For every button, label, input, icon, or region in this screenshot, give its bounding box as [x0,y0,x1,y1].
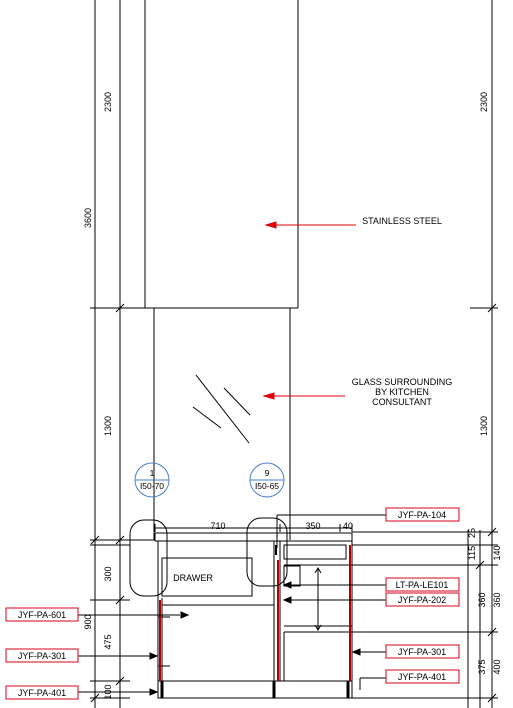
dim-top-710: 710 [210,521,225,531]
tag-jyf-pa-401-left[interactable]: JYF-PA-401 [5,685,79,700]
tag-label: JYF-PA-601 [18,610,66,620]
note-drawer: DRAWER [173,573,213,583]
note-glass-line1: GLASS SURROUNDING [352,377,453,387]
note-glass-line3: CONSULTANT [372,397,432,407]
dim-right-2300: 2300 [479,92,489,112]
callout-1-number: 1 [150,468,155,478]
left-dimension-lines [90,0,155,708]
dim-right-375: 375 [477,659,487,674]
tag-jyf-pa-301-left[interactable]: JYF-PA-301 [5,648,79,663]
top-drawer [283,544,347,560]
tag-jyf-pa-104[interactable]: JYF-PA-104 [385,507,460,522]
note-glass-line2: BY KITCHEN [375,387,429,397]
dim-right-140: 140 [492,545,502,560]
tag-jyf-pa-202[interactable]: JYF-PA-202 [385,592,460,607]
tag-label: LT-PA-LE101 [396,580,449,590]
elevation-outline [144,0,353,699]
right-dimension-lines [352,0,498,708]
plinth [157,680,353,699]
tag-label: JYF-PA-301 [18,651,66,661]
note-stainless-steel: STAINLESS STEEL [362,216,442,226]
dim-right-400: 400 [492,659,502,674]
callout-1[interactable]: 1 I50-70 [134,462,170,498]
detail-bubble-left [129,519,168,597]
dim-left-900: 900 [83,614,93,629]
callout-1-ref: I50-70 [140,481,164,491]
glass-reflection-marks [192,374,251,444]
dim-top-40: 40 [343,521,353,531]
tag-jyf-pa-601-left[interactable]: JYF-PA-601 [5,607,79,622]
tag-label: JYF-PA-104 [398,510,446,520]
dim-left-2300: 2300 [103,92,113,112]
tag-label: JYF-PA-401 [18,688,66,698]
internal-drawer-dimension [314,567,322,631]
tag-label: JYF-PA-401 [398,672,446,682]
dim-right-115: 115 [467,546,477,560]
tag-label: JYF-PA-301 [398,647,446,657]
dim-left-1300: 1300 [103,416,113,436]
drawer-box [161,557,253,597]
dim-right-360a: 360 [477,592,487,607]
dim-right-1300: 1300 [479,416,489,436]
callout-9-ref: I50-65 [255,481,279,491]
detail-bubble-right [246,517,288,587]
dim-right-360b: 360 [492,592,502,607]
dim-left-300: 300 [103,566,113,581]
tag-label: JYF-PA-202 [398,595,446,605]
callout-9[interactable]: 9 I50-65 [249,462,285,498]
tag-jyf-pa-301-right[interactable]: JYF-PA-301 [385,644,460,659]
callout-9-number: 9 [265,468,270,478]
tag-jyf-pa-401-right[interactable]: JYF-PA-401 [385,669,460,684]
dim-top-350: 350 [305,521,320,531]
left-cabinet [157,540,275,682]
dim-left-475: 475 [103,634,113,649]
detail-bubbles [129,517,288,597]
top-dimension-lines [154,524,353,532]
note-leaders [262,221,356,400]
tag-lt-pa-le101[interactable]: LT-PA-LE101 [385,577,460,592]
panel-sections [159,545,351,681]
tag-leaders [78,514,386,696]
dim-left-3600: 3600 [83,208,93,228]
dim-right-25: 25 [467,528,477,538]
